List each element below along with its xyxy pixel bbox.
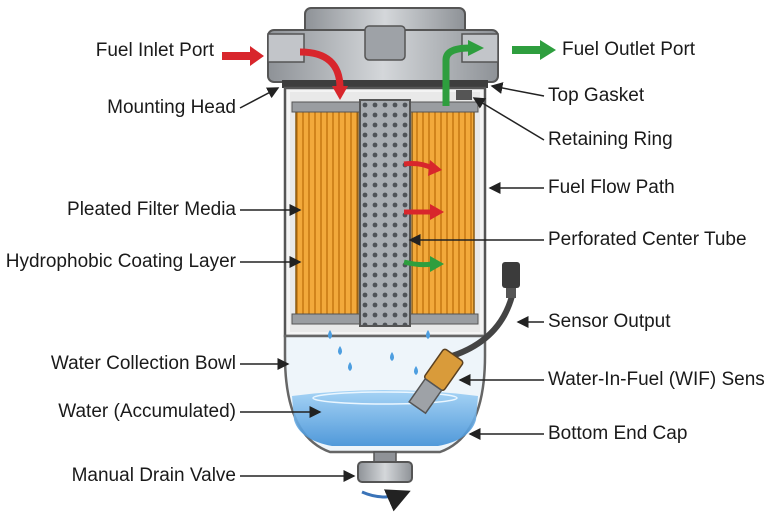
label-top-gasket: Top Gasket bbox=[548, 85, 645, 106]
label-water-collection-bowl: Water Collection Bowl bbox=[50, 353, 236, 374]
label-fuel-outlet-port: Fuel Outlet Port bbox=[562, 39, 696, 60]
label-wif-sensor: Water-In-Fuel (WIF) Sens bbox=[548, 369, 765, 390]
label-retaining-ring: Retaining Ring bbox=[548, 129, 673, 150]
label-fuel-inlet-port: Fuel Inlet Port bbox=[95, 40, 214, 61]
perforated-center-tube bbox=[359, 99, 411, 327]
wif-sensor bbox=[408, 262, 520, 415]
label-manual-drain-valve: Manual Drain Valve bbox=[71, 465, 236, 486]
label-hydrophobic-coating-layer: Hydrophobic Coating Layer bbox=[5, 251, 236, 272]
label-bottom-end-cap: Bottom End Cap bbox=[548, 423, 688, 444]
leader-lines bbox=[239, 82, 545, 482]
label-pleated-filter-media: Pleated Filter Media bbox=[67, 199, 236, 220]
label-fuel-flow-path: Fuel Flow Path bbox=[548, 177, 675, 198]
label-sensor-output: Sensor Output bbox=[548, 311, 671, 332]
manual-drain-valve bbox=[357, 451, 413, 512]
label-perforated-center-tube: Perforated Center Tube bbox=[548, 229, 747, 250]
retaining-ring bbox=[456, 90, 472, 100]
top-gasket bbox=[282, 80, 488, 88]
label-mounting-head: Mounting Head bbox=[107, 97, 236, 118]
water-droplets bbox=[328, 330, 430, 375]
label-water-accumulated: Water (Accumulated) bbox=[58, 401, 236, 422]
flow-arrows bbox=[222, 40, 556, 272]
